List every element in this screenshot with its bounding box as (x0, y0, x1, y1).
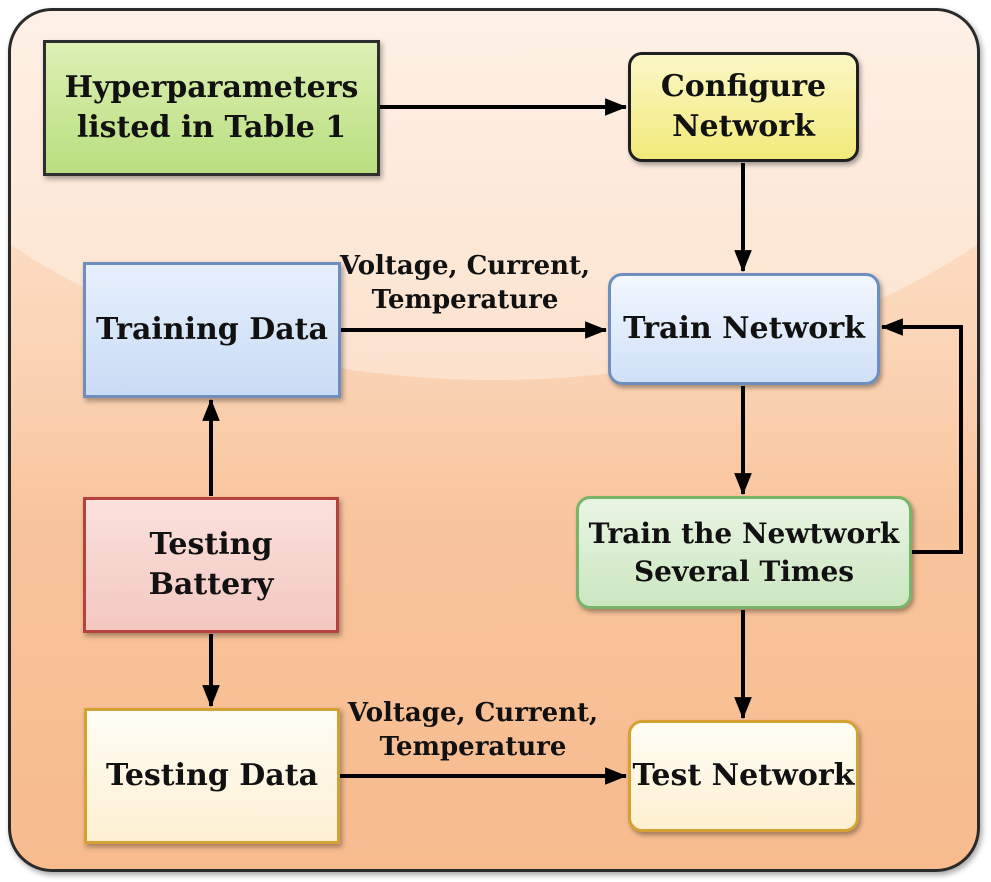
edge-label-testing-inputs: Voltage, Current, Temperature (347, 698, 599, 762)
arrow-several-loop-back (880, 318, 963, 554)
node-hyperparameters: Hyperparameters listed in Table 1 (43, 40, 380, 176)
edge-label-training-inputs: Voltage, Current, Temperature (339, 251, 591, 315)
node-testing-data: Testing Data (84, 708, 340, 844)
node-training-data-label: Training Data (96, 311, 328, 347)
node-train-network: Train Network (608, 273, 880, 385)
node-test-network-label: Test Network (632, 757, 855, 793)
node-training-data: Training Data (83, 262, 341, 398)
node-configure-network-label: Configure Network (660, 68, 827, 145)
node-hyperparameters-label: Hyperparameters listed in Table 1 (64, 69, 359, 146)
node-testing-battery-label: Testing Battery (148, 526, 274, 603)
node-configure-network: Configure Network (628, 52, 859, 162)
node-test-network: Test Network (628, 720, 859, 832)
node-train-several-times: Train the Newtwork Several Times (576, 496, 912, 609)
node-train-several-times-label: Train the Newtwork Several Times (588, 516, 900, 588)
node-testing-data-label: Testing Data (105, 757, 319, 793)
node-train-network-label: Train Network (623, 310, 865, 346)
node-testing-battery: Testing Battery (83, 497, 339, 633)
